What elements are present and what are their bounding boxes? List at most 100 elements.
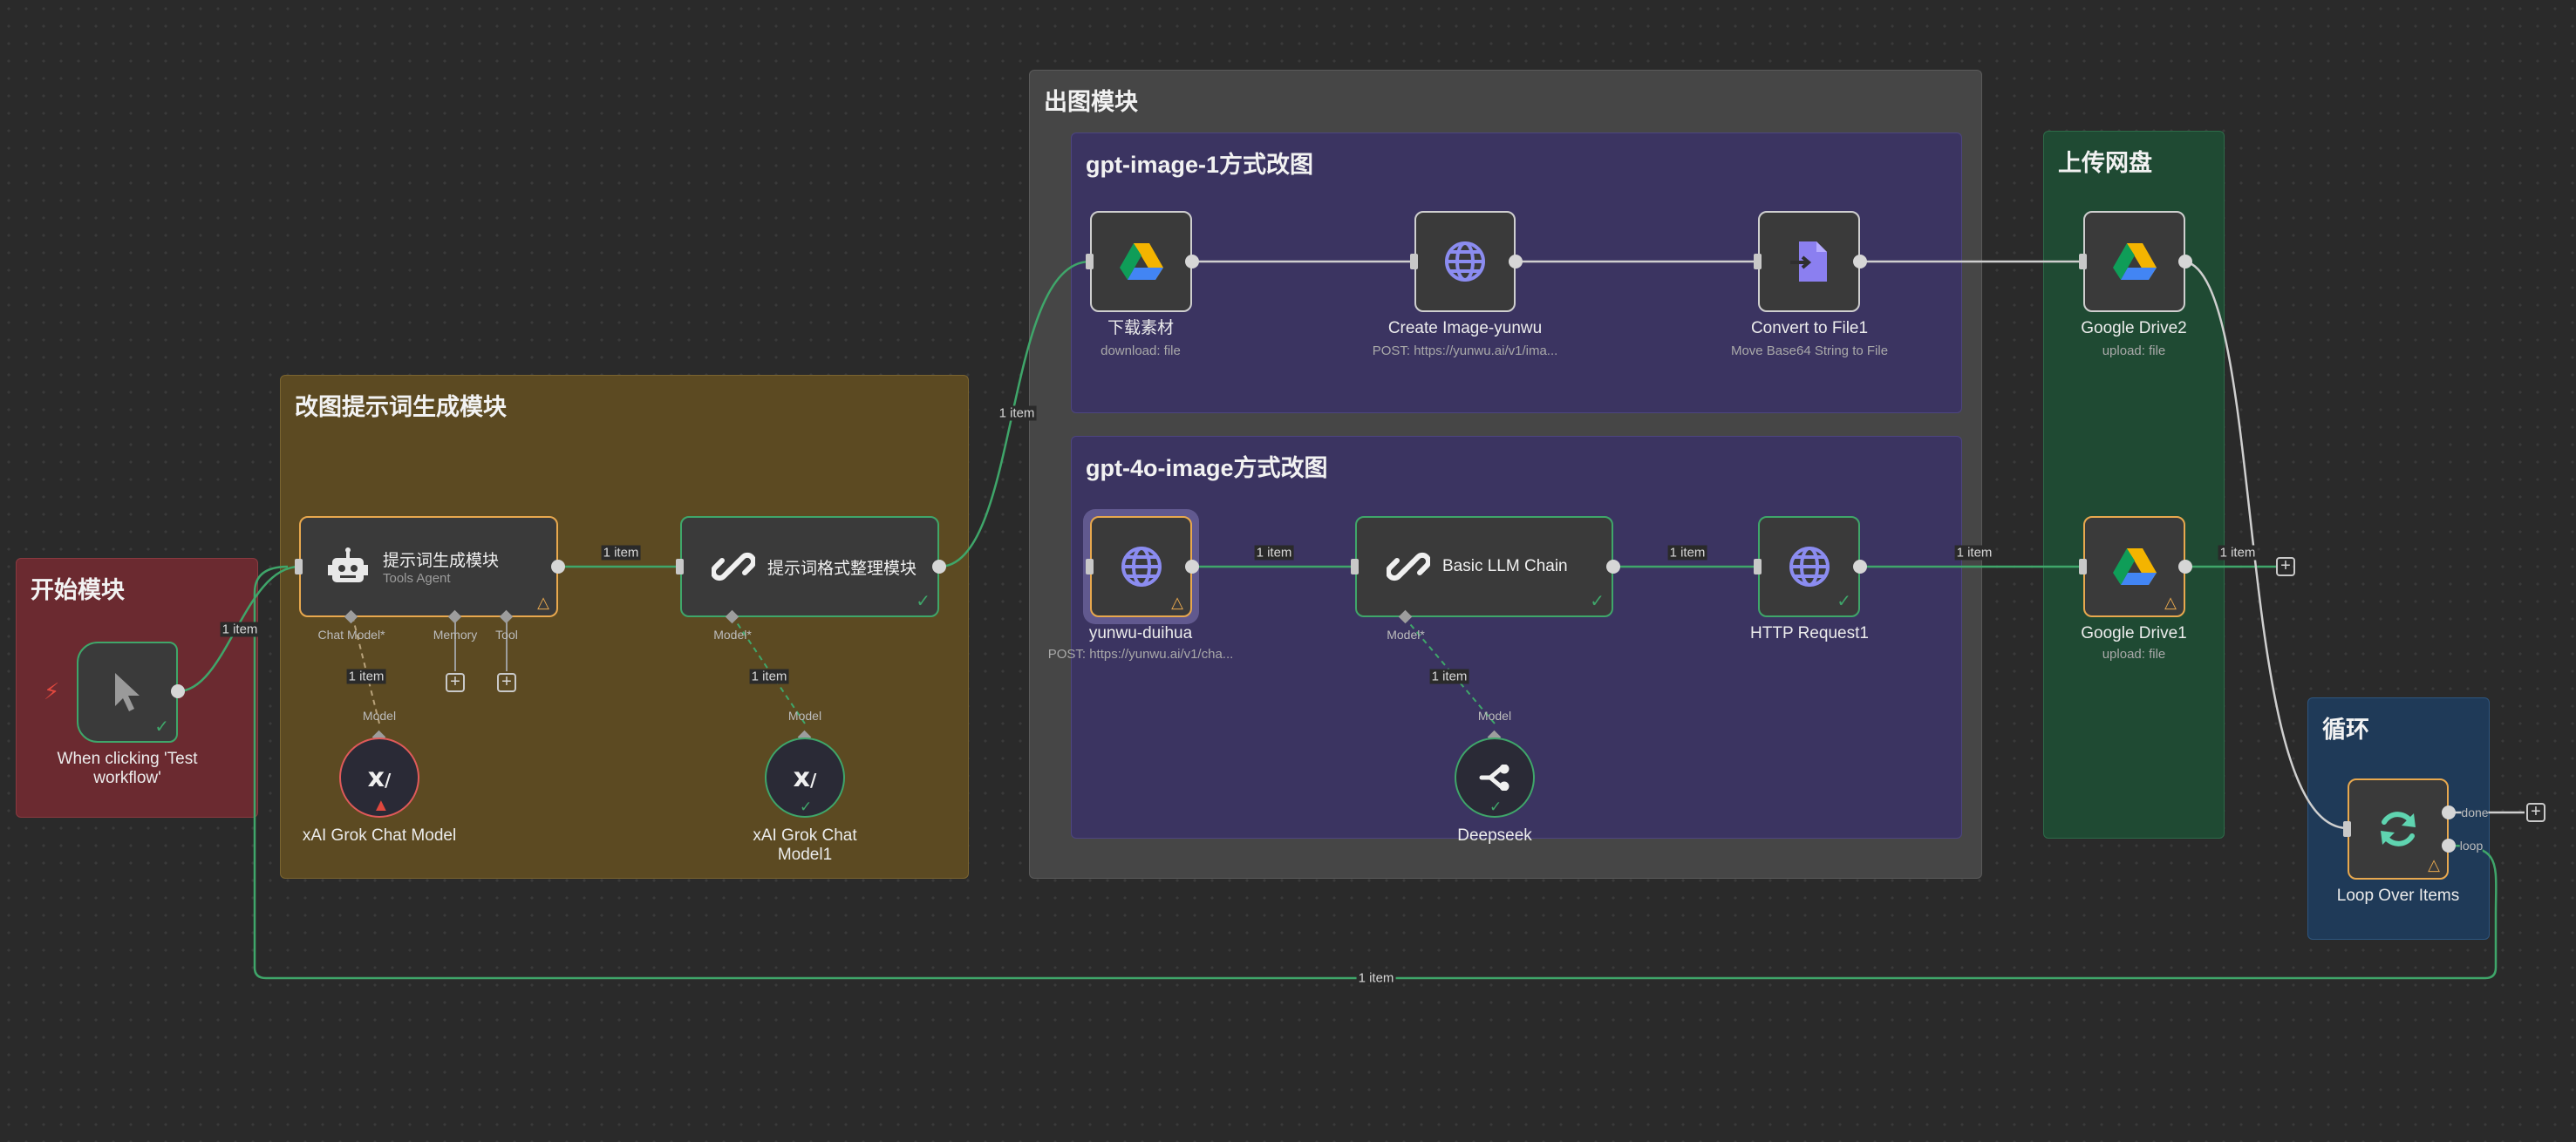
warning-icon: △ — [537, 594, 549, 611]
drive1-output-port[interactable] — [2178, 560, 2192, 574]
link-icon — [712, 552, 755, 581]
agent-input-port[interactable] — [295, 559, 303, 574]
add-node-after-drive1-button[interactable]: + — [2276, 557, 2295, 576]
download-output-port[interactable] — [1185, 255, 1199, 269]
node-agent[interactable]: 提示词生成模块 Tools Agent △ — [299, 516, 558, 617]
node-grok2[interactable]: x/ ✓ — [765, 738, 845, 818]
drive1-sub: upload: file — [2102, 647, 2166, 662]
llm-model-label: Model* — [1387, 628, 1425, 642]
node-http[interactable]: ✓ — [1758, 516, 1860, 617]
drive2-input-port[interactable] — [2079, 254, 2087, 269]
google-drive-icon — [2112, 548, 2157, 585]
group-upload-title: 上传网盘 — [2058, 150, 2152, 176]
llm-output-port[interactable] — [1606, 560, 1620, 574]
done-label: done — [2461, 806, 2489, 819]
group-output-title: 出图模块 — [1044, 89, 1138, 115]
create-image-input-port[interactable] — [1410, 254, 1418, 269]
loop-input-port[interactable] — [2343, 821, 2351, 837]
yunwu-input-port[interactable] — [1086, 559, 1094, 574]
success-check-icon: ✓ — [916, 592, 930, 611]
lightning-icon: ⚡ — [44, 678, 60, 704]
format-input-port[interactable] — [676, 559, 684, 574]
edge-label-drive1: 1 item — [2218, 545, 2258, 561]
download-input-port[interactable] — [1086, 254, 1094, 269]
group-prompt: 改图提示词生成模块 — [280, 375, 969, 879]
link-icon — [1387, 552, 1430, 581]
loop-loop-port[interactable] — [2442, 839, 2456, 853]
warning-icon: △ — [2164, 594, 2177, 611]
trigger-label: When clicking 'Test workflow' — [57, 750, 198, 787]
edge-label-agent: 1 item — [601, 545, 641, 561]
edge-label-trigger: 1 item — [220, 622, 260, 637]
grok2-model-label: Model — [787, 709, 822, 723]
xai-icon: x/ — [793, 762, 817, 793]
globe-icon — [1445, 241, 1485, 282]
agent-title: 提示词生成模块 — [383, 552, 500, 570]
warning-icon: △ — [2428, 856, 2440, 873]
error-icon: ▲ — [372, 796, 390, 815]
agent-subtitle: Tools Agent — [383, 571, 451, 586]
node-drive2[interactable] — [2083, 211, 2185, 312]
grok1-model-label: Model — [362, 709, 397, 723]
add-node-after-done-button[interactable]: + — [2526, 803, 2545, 822]
xai-icon: x/ — [367, 762, 392, 793]
create-image-output-port[interactable] — [1509, 255, 1523, 269]
http-input-port[interactable] — [1754, 559, 1762, 574]
convert-sub: Move Base64 String to File — [1730, 343, 1889, 358]
file-convert-icon — [1789, 241, 1827, 282]
success-check-icon: ✓ — [1590, 592, 1605, 611]
drive2-output-port[interactable] — [2178, 255, 2192, 269]
google-drive-icon — [1119, 243, 1163, 280]
group-gpt4o-title: gpt-4o-image方式改图 — [1086, 455, 1328, 481]
refresh-icon — [2381, 812, 2416, 846]
create-image-sub: POST: https://yunwu.ai/v1/ima... — [1372, 343, 1558, 358]
edge-label-grok2: 1 item — [749, 669, 789, 684]
drive1-input-port[interactable] — [2079, 559, 2087, 574]
yunwu-output-port[interactable] — [1185, 560, 1199, 574]
node-trigger[interactable]: ✓ — [77, 642, 178, 743]
node-yunwu[interactable]: △ — [1090, 516, 1192, 617]
edge-label-grok1: 1 item — [346, 669, 386, 684]
trigger-output-port[interactable] — [171, 684, 185, 698]
google-drive-icon — [2112, 243, 2157, 280]
node-llm[interactable]: Basic LLM Chain ✓ — [1355, 516, 1613, 617]
drive2-label: Google Drive2 — [2081, 319, 2187, 337]
llm-title: Basic LLM Chain — [1442, 557, 1568, 575]
edge-loop-back — [253, 565, 2498, 980]
node-grok1[interactable]: x/ ▲ — [339, 738, 419, 818]
success-check-icon: ✓ — [1837, 592, 1851, 611]
node-create-image[interactable] — [1414, 211, 1516, 312]
node-download[interactable] — [1090, 211, 1192, 312]
format-title: 提示词格式整理模块 — [767, 559, 917, 578]
add-tool-button[interactable]: + — [497, 673, 516, 692]
node-loop[interactable]: △ — [2348, 778, 2449, 880]
loop-done-port[interactable] — [2442, 806, 2456, 819]
drive1-label: Google Drive1 — [2081, 624, 2187, 642]
yunwu-sub: POST: https://yunwu.ai/v1/cha... — [1047, 647, 1234, 662]
node-deepseek[interactable]: ✓ — [1455, 738, 1535, 818]
create-image-label: Create Image-yunwu — [1387, 319, 1543, 337]
node-format[interactable]: 提示词格式整理模块 ✓ — [680, 516, 939, 617]
deepseek-icon — [1479, 765, 1509, 791]
robot-icon — [328, 547, 368, 582]
loop-label: loop — [2459, 839, 2484, 853]
group-gpt1-title: gpt-image-1方式改图 — [1086, 152, 1314, 178]
llm-input-port[interactable] — [1351, 559, 1359, 574]
edge-grok1-agent — [352, 618, 380, 724]
success-check-icon: ✓ — [800, 799, 813, 815]
convert-input-port[interactable] — [1754, 254, 1762, 269]
loop-node-label: Loop Over Items — [2336, 887, 2460, 905]
add-memory-button[interactable]: + — [446, 673, 465, 692]
node-drive1[interactable]: △ — [2083, 516, 2185, 617]
node-convert[interactable] — [1758, 211, 1860, 312]
grok2-label: xAI Grok Chat Model1 — [753, 826, 857, 864]
convert-output-port[interactable] — [1853, 255, 1867, 269]
agent-output-port[interactable] — [551, 560, 565, 574]
http-output-port[interactable] — [1853, 560, 1867, 574]
edge-label-llm: 1 item — [1667, 545, 1707, 561]
download-sub: download: file — [1101, 343, 1181, 358]
group-prompt-title: 改图提示词生成模块 — [295, 394, 507, 420]
download-label: 下载素材 — [1107, 319, 1174, 337]
warning-icon: △ — [1171, 594, 1183, 611]
format-output-port[interactable] — [932, 560, 946, 574]
